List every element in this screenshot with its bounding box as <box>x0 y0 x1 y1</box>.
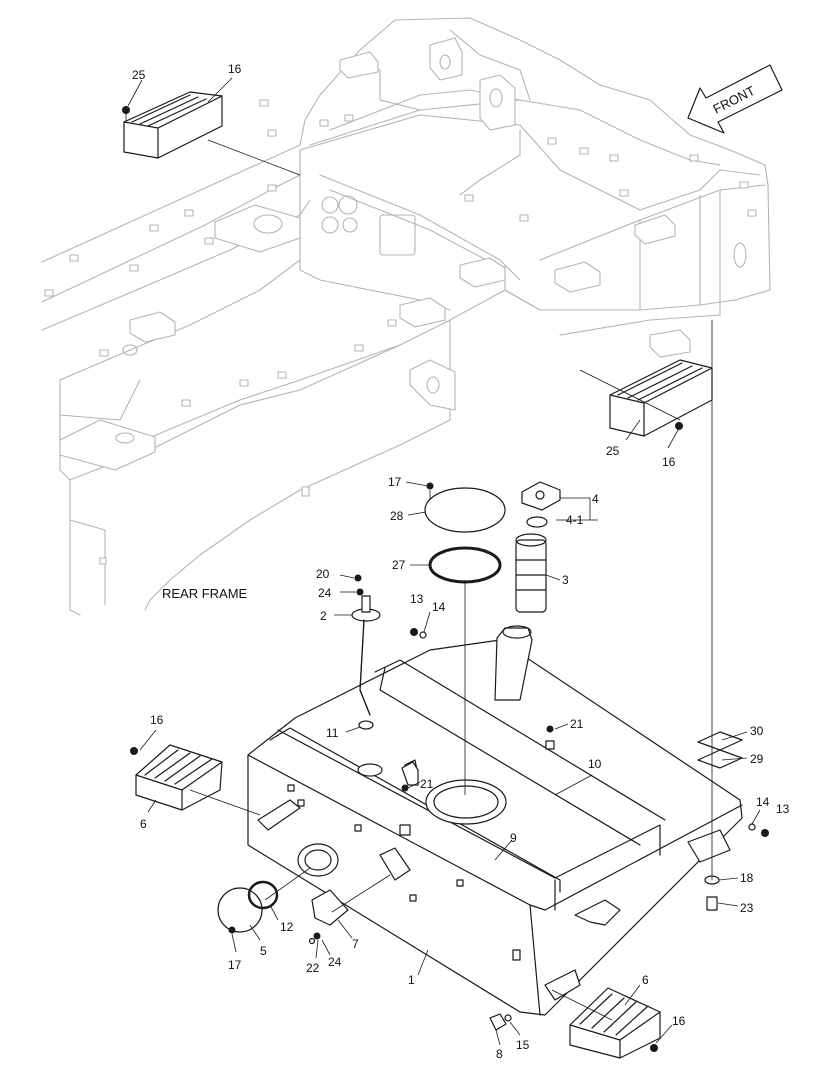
callout-23: 23 <box>740 901 754 915</box>
rear-frame <box>41 17 771 616</box>
callout-6: 6 <box>642 973 649 987</box>
callout-24: 24 <box>318 586 332 600</box>
callout-25: 25 <box>606 444 620 458</box>
callout-25: 25 <box>132 68 146 82</box>
access-cover <box>424 482 506 533</box>
callout-2: 2 <box>320 609 327 623</box>
drain-plug <box>489 1013 507 1031</box>
cover-5 <box>217 887 263 933</box>
strainer-assembly <box>494 481 561 701</box>
frame-bolts <box>44 99 757 565</box>
callout-13: 13 <box>410 592 424 606</box>
callout-11: 11 <box>326 726 339 740</box>
callout-4-1: 4-1 <box>566 513 584 527</box>
step-bottom-left <box>130 744 223 811</box>
callout-27: 27 <box>392 558 406 572</box>
callout-9: 9 <box>510 831 517 845</box>
callout-3: 3 <box>562 573 569 587</box>
return-pipe <box>351 574 383 777</box>
callout-13: 13 <box>776 802 790 816</box>
rear-frame-label: REAR FRAME <box>162 586 248 601</box>
callout-7: 7 <box>352 937 359 951</box>
callout-21: 21 <box>420 777 434 791</box>
bracket-7 <box>311 889 349 926</box>
callout-16: 16 <box>662 455 676 469</box>
step-top-left <box>122 91 223 159</box>
callout-16: 16 <box>150 713 164 727</box>
callout-21: 21 <box>570 717 584 731</box>
callout-4: 4 <box>592 492 599 506</box>
callout-17: 17 <box>228 958 242 972</box>
callout-20: 20 <box>316 567 330 581</box>
callout-18: 18 <box>740 871 754 885</box>
step-bottom-right <box>569 987 661 1059</box>
callout-16: 16 <box>228 62 242 76</box>
callout-14: 14 <box>432 600 446 614</box>
callout-29: 29 <box>750 752 764 766</box>
callout-1: 1 <box>408 973 415 987</box>
callout-8: 8 <box>496 1047 503 1061</box>
callout-17: 17 <box>388 475 402 489</box>
o-ring-12 <box>247 880 279 910</box>
callout-6: 6 <box>140 817 147 831</box>
o-ring <box>428 546 502 584</box>
callout-30: 30 <box>750 724 764 738</box>
step-right <box>609 359 713 437</box>
callout-10: 10 <box>588 757 602 771</box>
callout-28: 28 <box>390 509 404 523</box>
callout-16: 16 <box>672 1014 686 1028</box>
callout-15: 15 <box>516 1038 530 1052</box>
leader-lines <box>127 77 761 1046</box>
callout-14: 14 <box>756 795 770 809</box>
callout-5: 5 <box>260 944 267 958</box>
callout-labels: 25 16 25 16 17 28 4 4-1 27 3 20 24 2 13 … <box>132 62 790 1061</box>
bolt-13-top <box>410 628 418 636</box>
callout-12: 12 <box>280 920 294 934</box>
callout-22: 22 <box>306 961 320 975</box>
front-direction-arrow: FRONT <box>687 64 783 134</box>
callout-24: 24 <box>328 955 342 969</box>
shim-30 <box>697 731 743 751</box>
fuel-tank <box>247 639 743 1016</box>
